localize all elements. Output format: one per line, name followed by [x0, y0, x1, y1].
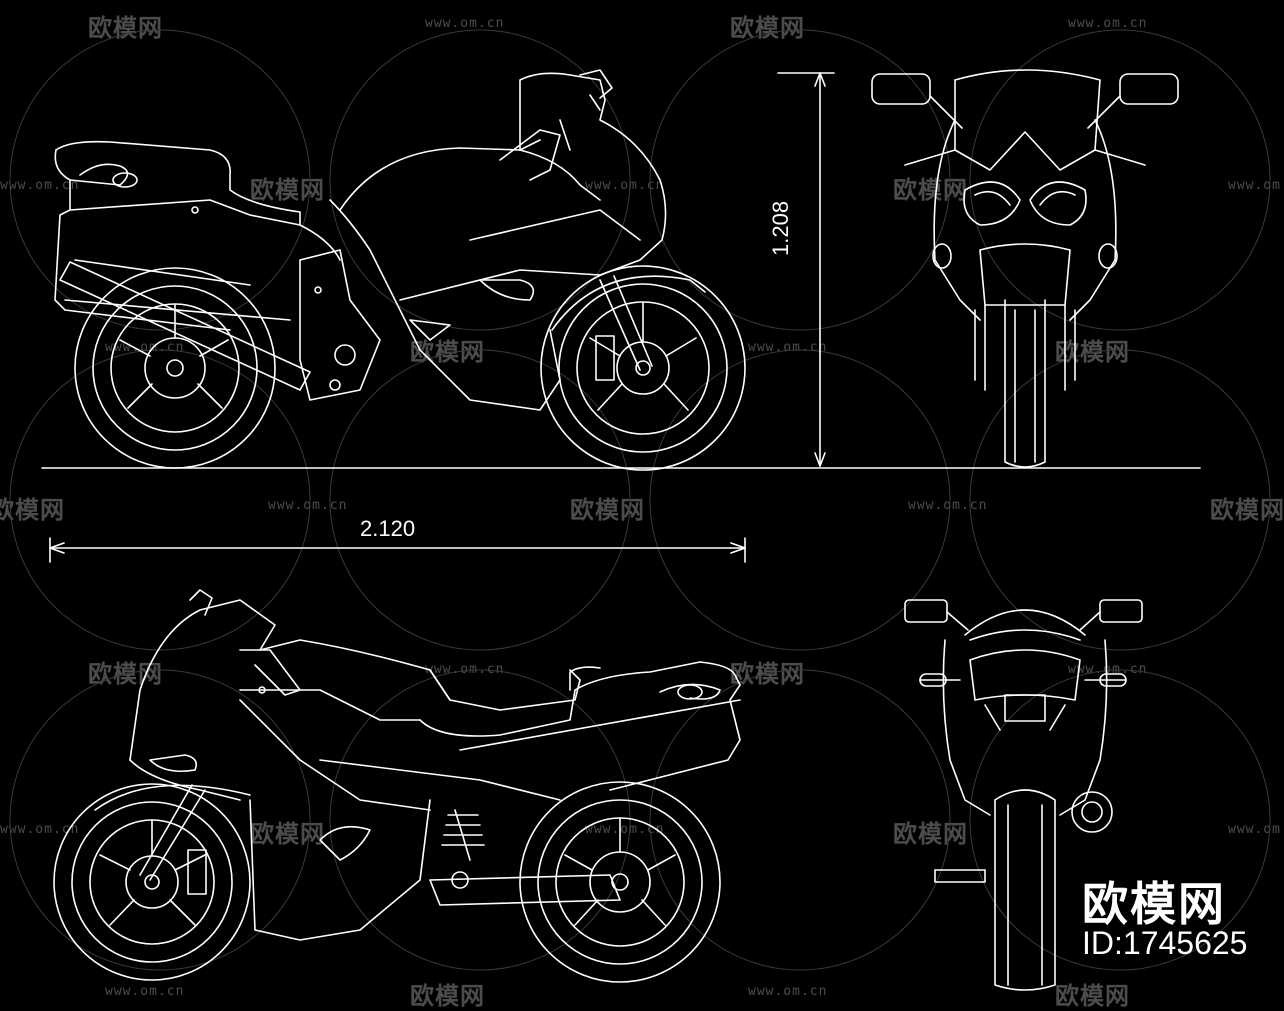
watermark-url: www.om.cn	[105, 984, 185, 999]
watermark-url: www.om.cn	[425, 16, 505, 31]
height-dimension	[777, 72, 835, 467]
height-dimension-label: 1.208	[768, 200, 793, 256]
watermark-url: www.om.cn	[748, 984, 828, 999]
watermark-url: www.om.cn	[268, 498, 348, 513]
watermark-url: www.om.cn	[585, 822, 665, 837]
side-view-left	[53, 589, 741, 983]
watermark-url: www.om.cn	[748, 340, 828, 355]
watermark-url: www.om.cn	[908, 498, 988, 513]
length-dimension-label: 2.120	[360, 516, 416, 541]
watermark-logo: 欧模网	[570, 496, 645, 524]
side-view-right	[54, 69, 746, 471]
front-view	[871, 69, 1179, 468]
watermark-logo: 欧模网	[893, 176, 968, 204]
length-dimension	[49, 537, 746, 563]
watermark-logo: 欧模网	[250, 820, 325, 848]
watermark-url: www.om.cn	[0, 822, 80, 837]
watermark-logo: 欧模网	[1055, 338, 1130, 366]
rear-view	[904, 599, 1143, 991]
watermark-logo: 欧模网	[1210, 496, 1284, 524]
watermark-logo: 欧模网	[893, 820, 968, 848]
watermark-logo: 欧模网	[88, 14, 163, 42]
watermark-url: www.om.cn	[425, 662, 505, 677]
brand-id-text: ID:1745625	[1082, 925, 1248, 961]
watermark-url: www.om.cn	[105, 340, 185, 355]
watermark-circles	[9, 29, 1271, 971]
watermark-logo: 欧模网	[730, 14, 805, 42]
watermark-url: www.om.cn	[585, 178, 665, 193]
watermark-url: www.om.cn	[0, 178, 80, 193]
watermark-url: www.om.cn	[1068, 16, 1148, 31]
brand-logo-text: 欧模网	[1082, 877, 1226, 931]
watermark-logo: 欧模网	[250, 176, 325, 204]
